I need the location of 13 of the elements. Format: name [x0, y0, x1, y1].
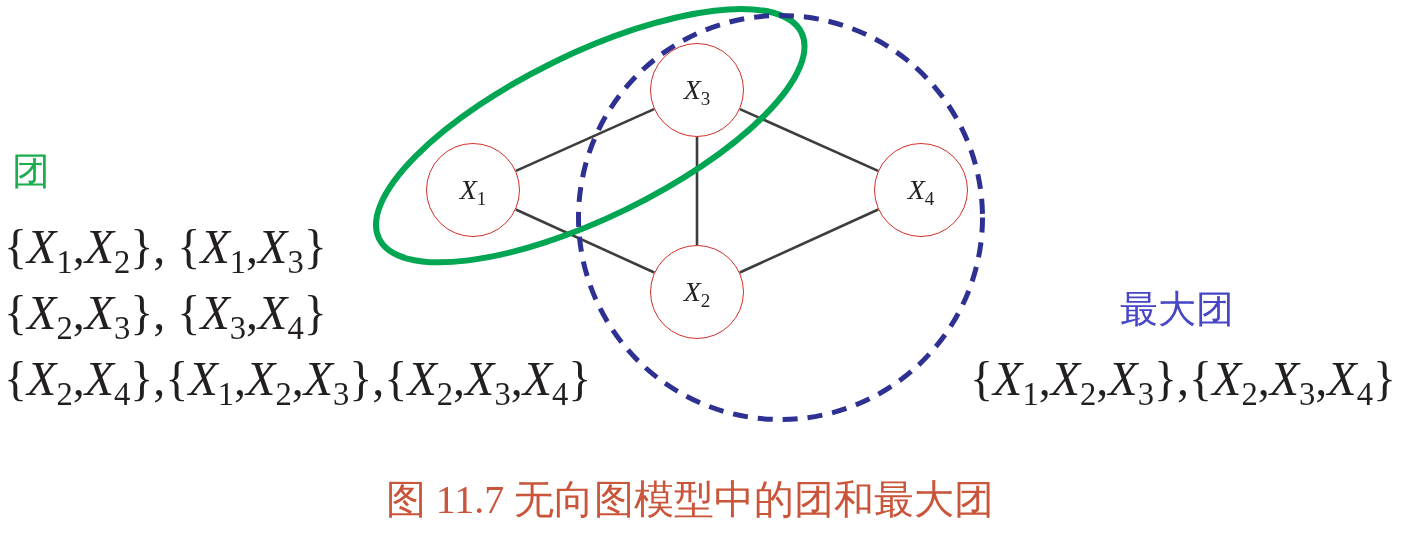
- connector-line: [515, 208, 655, 274]
- set-notation: {X$_{1}$,X$_{2}$}, {X$_{1}$,X$_{3}$}: [4, 220, 327, 274]
- connector-line: [739, 208, 879, 274]
- connector-line: [739, 107, 879, 173]
- set-notation: {X$_{2}$,X$_{4}$},{X$_{1}$,X$_{2}$,X$_{3}$},{X$_{2}$,X$_{3}$,X$_{4}$}: [4, 352, 592, 406]
- figure-caption: 图 11.7 无向图模型中的团和最大团: [385, 478, 995, 523]
- set-notation: {X$_{2}$,X$_{3}$}, {X$_{3}$,X$_{4}$}: [4, 286, 327, 340]
- set-notation: {X$_{1}$,X$_{2}$,X$_{3}$},{X$_{2}$,X$_{3}$,X$_{4}$}: [970, 352, 1396, 406]
- section-heading: 最大团: [1120, 288, 1234, 331]
- connector-line: [695, 137, 699, 245]
- connector-line: [515, 107, 655, 173]
- section-heading: 团: [12, 150, 50, 193]
- grouping-ellipse: [372, 6, 808, 266]
